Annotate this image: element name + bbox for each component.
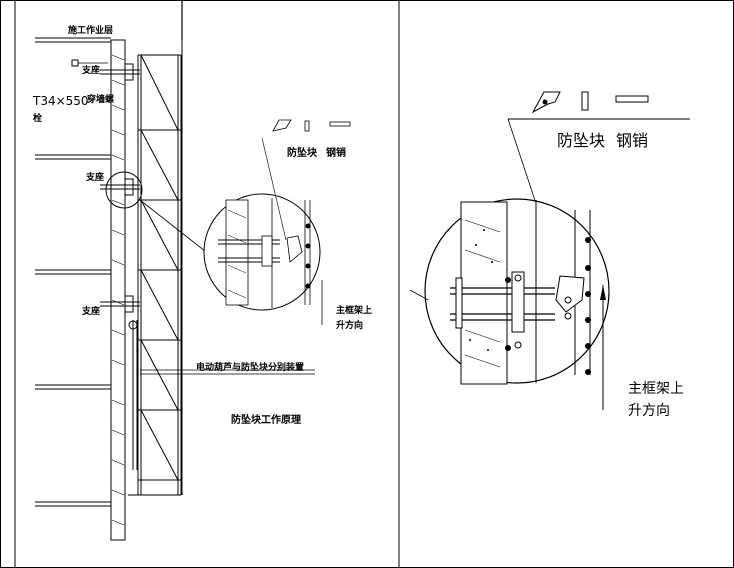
wall-hatch — [111, 54, 125, 526]
label-steel-pin-left: 钢销 — [326, 146, 346, 159]
left-elevation — [14, 0, 315, 568]
support-brackets — [100, 63, 140, 470]
label-bolt-suffix: 栓 — [33, 112, 42, 124]
label-main-frame-up-l2-left: 升方向 — [336, 319, 363, 331]
label-work-floor: 施工作业层 — [68, 24, 113, 36]
right-zoom-detail — [424, 198, 610, 385]
right-legend-icons — [531, 91, 649, 114]
label-wall-bolt: 穿墙螺 — [87, 93, 114, 105]
label-main-frame-up-l1-right: 主框架上 — [628, 381, 684, 397]
lattice-frame — [128, 54, 182, 496]
label-support-low: 支座 — [81, 305, 100, 317]
label-anti-fall-block-left: 防坠块 — [287, 146, 318, 159]
left-zoom-detail — [203, 137, 323, 325]
label-main-frame-up-l2-right: 升方向 — [628, 403, 670, 419]
label-main-frame-up-l1-left: 主框架上 — [336, 304, 372, 316]
label-hoist-sync: 电动葫芦与防坠块分别装置 — [196, 361, 304, 373]
label-support-top: 支座 — [81, 64, 100, 76]
label-anti-fall-block-right: 防坠块 — [557, 131, 605, 150]
label-support-mid: 支座 — [85, 171, 104, 183]
label-steel-pin-right: 钢销 — [616, 131, 648, 150]
floor-slabs — [35, 37, 111, 507]
detail-callout-circle — [105, 171, 143, 209]
label-bolt-spec: T34×550 — [32, 94, 89, 108]
up-direction-arrow — [600, 285, 606, 410]
label-principle-title: 防坠块工作原理 — [231, 413, 301, 426]
concrete-wall — [110, 39, 126, 541]
bolt-marker — [71, 59, 79, 67]
right-tick — [409, 289, 429, 301]
left-legend-icons — [272, 119, 351, 132]
